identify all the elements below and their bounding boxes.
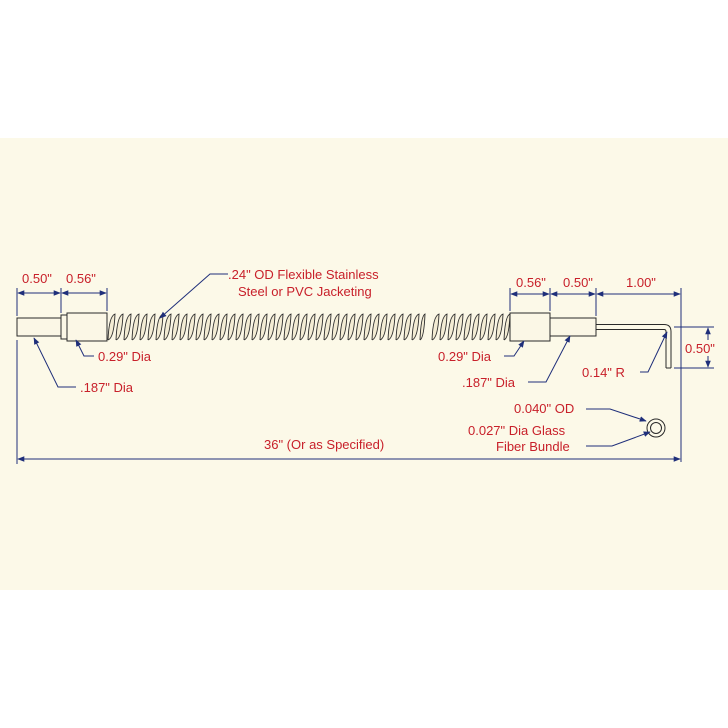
jacket-label-line2: Steel or PVC Jacketing bbox=[238, 284, 372, 299]
right-connector bbox=[509, 312, 672, 369]
drawing-panel bbox=[0, 138, 728, 590]
fiber-leader bbox=[586, 431, 651, 447]
bend-radius-label: 0.14" R bbox=[582, 365, 625, 380]
right-029-leader bbox=[504, 340, 525, 357]
right-187-dia-label: .187" Dia bbox=[462, 375, 516, 390]
od-040-label: 0.040" OD bbox=[514, 401, 574, 416]
left-029-dia-label: 0.29" Dia bbox=[98, 349, 152, 364]
dim-left-top bbox=[16, 288, 108, 316]
left-029-leader bbox=[75, 339, 94, 357]
overall-length-label: 36" (Or as Specified) bbox=[264, 437, 384, 452]
flexible-jacket bbox=[107, 313, 511, 341]
jacket-label-line1: .24" OD Flexible Stainless bbox=[228, 267, 379, 282]
jacket-leader bbox=[159, 273, 228, 319]
fiber-label-line2: Fiber Bundle bbox=[496, 439, 570, 454]
left-187-leader bbox=[33, 337, 76, 388]
right-187-leader bbox=[528, 335, 571, 383]
fiber-end-view bbox=[646, 418, 666, 438]
left-ferrule-length-label: 0.50" bbox=[22, 271, 52, 286]
probe-height-label: 0.50" bbox=[685, 341, 715, 356]
od-leader bbox=[586, 408, 647, 422]
dim-probe-height bbox=[674, 326, 714, 369]
left-collar-length-label: 0.56" bbox=[66, 271, 96, 286]
probe-length-label: 1.00" bbox=[626, 275, 656, 290]
dim-overall-length bbox=[16, 340, 681, 464]
bend-radius-leader bbox=[640, 331, 668, 373]
fiber-label-line1: 0.027" Dia Glass bbox=[468, 423, 566, 438]
left-connector bbox=[16, 312, 108, 342]
right-ferrule-length-label: 0.50" bbox=[563, 275, 593, 290]
right-029-dia-label: 0.29" Dia bbox=[438, 349, 492, 364]
right-collar-length-label: 0.56" bbox=[516, 275, 546, 290]
dim-right-top bbox=[509, 288, 682, 462]
left-187-dia-label: .187" Dia bbox=[80, 380, 134, 395]
